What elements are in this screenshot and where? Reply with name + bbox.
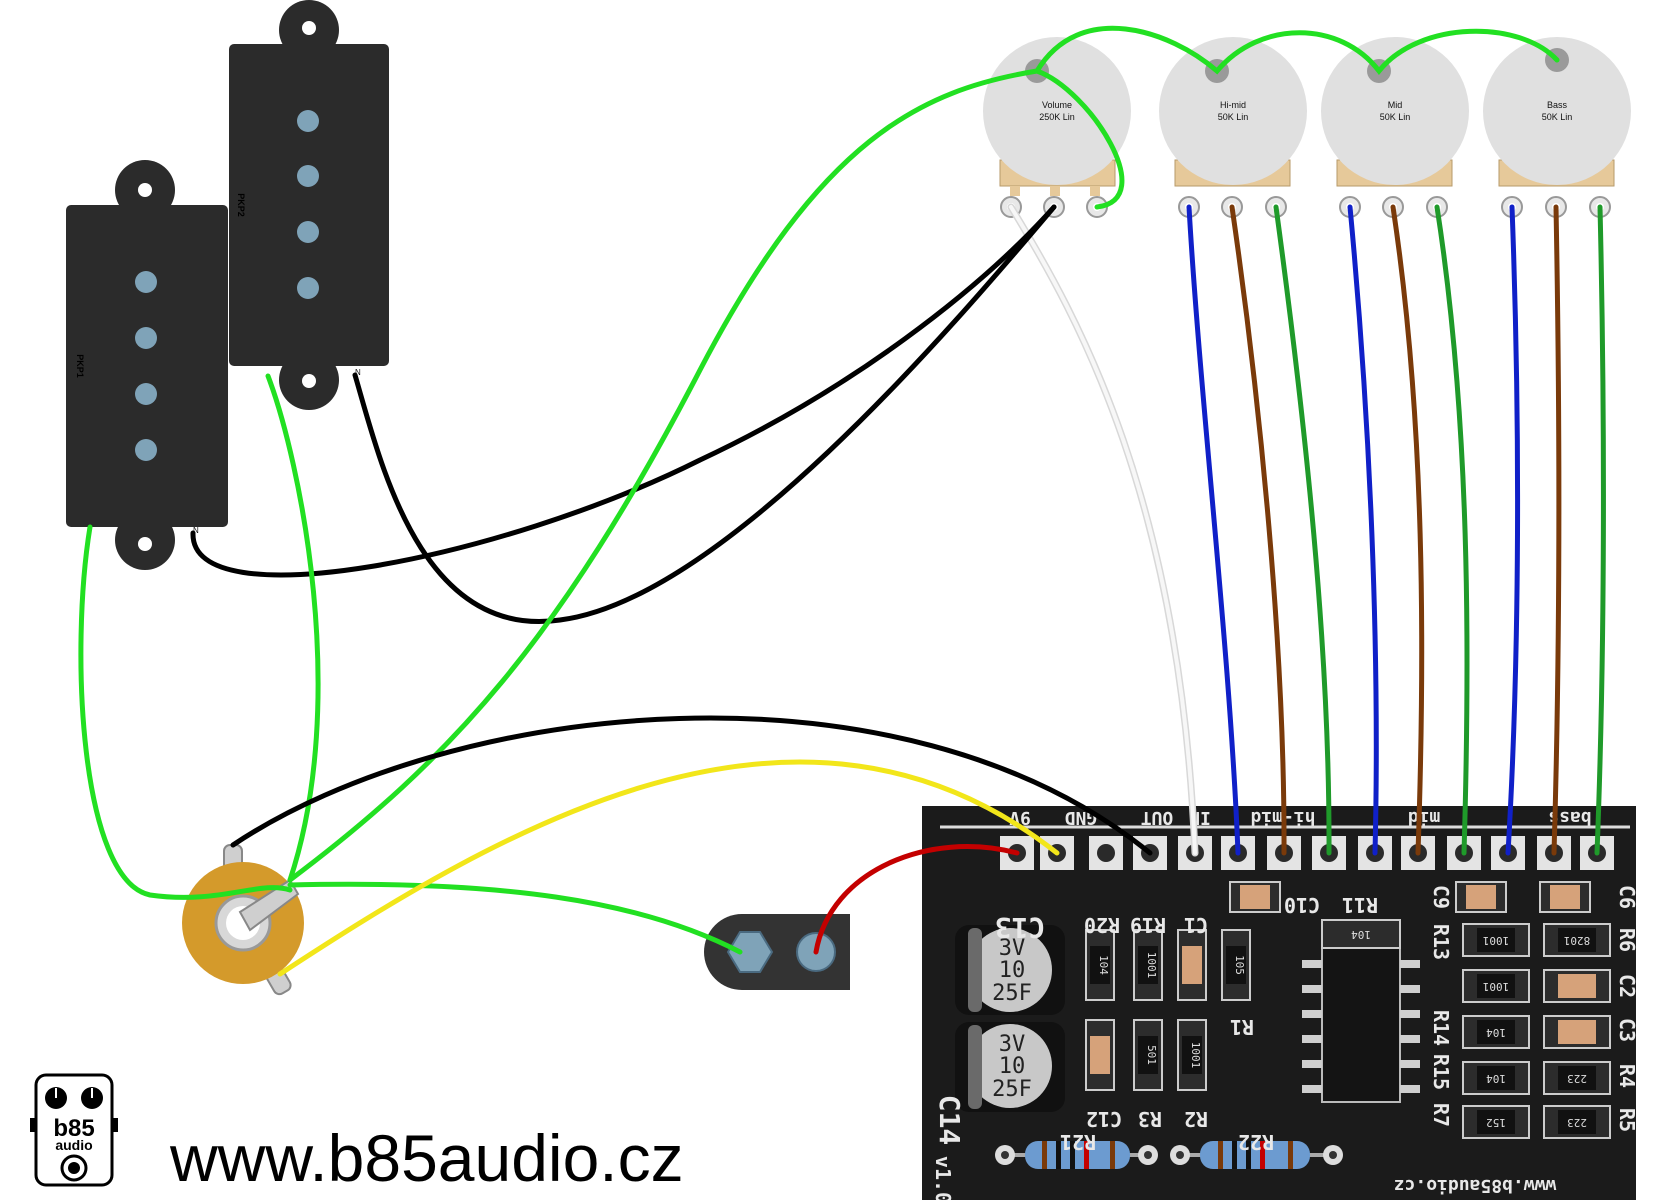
pickup-pin-label: N <box>355 368 361 377</box>
svg-text:R5: R5 <box>1615 1108 1639 1132</box>
svg-text:R2: R2 <box>1184 1107 1208 1131</box>
pole-piece <box>135 271 157 293</box>
svg-text:C10: C10 <box>1284 893 1320 917</box>
svg-text:R4: R4 <box>1615 1064 1639 1088</box>
battery-snap <box>704 914 850 990</box>
svg-text:105: 105 <box>1233 955 1246 975</box>
preamp-board: 9V GND OUT IN hi-mid mid bass <box>922 806 1639 1200</box>
pole-piece <box>135 439 157 461</box>
resistor-r22 <box>1170 1141 1343 1169</box>
svg-text:223: 223 <box>1567 1116 1587 1129</box>
svg-text:1001: 1001 <box>1483 980 1510 993</box>
website-url[interactable]: www.b85audio.cz <box>170 1121 684 1195</box>
svg-text:www.b85audio.cz: www.b85audio.cz <box>1394 1175 1557 1196</box>
svg-text:104: 104 <box>1351 928 1371 941</box>
svg-text:501: 501 <box>1145 1045 1158 1065</box>
svg-text:R21: R21 <box>1060 1130 1096 1154</box>
pot-name: Bass <box>1547 100 1568 110</box>
pole-piece <box>297 221 319 243</box>
logo-line1: b85 <box>53 1115 94 1142</box>
pot-hi-mid[interactable]: Hi-mid 50K Lin <box>1159 37 1307 218</box>
svg-text:104: 104 <box>1486 1026 1506 1039</box>
pot-value: 250K Lin <box>1039 112 1075 122</box>
svg-text:8201: 8201 <box>1564 934 1591 947</box>
svg-text:104: 104 <box>1486 1072 1506 1085</box>
b85-logo: b85 audio <box>30 1073 118 1187</box>
smd-components-left: 104 1001 105 501 1001 <box>1085 929 1251 1091</box>
svg-text:R7: R7 <box>1429 1103 1453 1127</box>
cap-voltage: 3V <box>999 1032 1026 1057</box>
smd-components-right: 1001 8201 1001 104 104 223 152 <box>1462 923 1611 1139</box>
cap-rating: 25F <box>992 981 1032 1006</box>
ic-chip: 104 <box>1302 919 1420 1103</box>
svg-text:223: 223 <box>1567 1072 1587 1085</box>
svg-text:R1: R1 <box>1230 1015 1254 1039</box>
svg-text:C13: C13 <box>995 911 1046 944</box>
svg-text:v1.0: v1.0 <box>931 1156 955 1200</box>
svg-text:R11: R11 <box>1342 893 1378 917</box>
svg-text:R20: R20 <box>1084 913 1120 937</box>
pot-bass[interactable]: Bass 50K Lin <box>1483 37 1631 218</box>
cap-value: 10 <box>999 958 1026 983</box>
pickup-label: PKP1 <box>75 354 85 378</box>
pickup-label: PKP2 <box>236 193 246 217</box>
svg-text:C6: C6 <box>1615 885 1639 909</box>
pickup-pkp1: PKP1 N <box>66 160 228 570</box>
pole-piece <box>297 110 319 132</box>
pole-piece <box>135 383 157 405</box>
svg-text:R14: R14 <box>1429 1010 1453 1046</box>
svg-text:152: 152 <box>1486 1116 1506 1129</box>
svg-text:C12: C12 <box>1086 1107 1122 1131</box>
pot-volume[interactable]: Volume 250K Lin <box>983 37 1131 218</box>
pot-mid[interactable]: Mid 50K Lin <box>1321 37 1469 218</box>
svg-text:C14: C14 <box>933 1095 966 1146</box>
pot-name: Mid <box>1388 100 1403 110</box>
svg-text:R22: R22 <box>1238 1130 1274 1154</box>
pin-label-out: OUT <box>1141 807 1174 828</box>
pole-piece <box>297 165 319 187</box>
svg-text:R13: R13 <box>1429 924 1453 960</box>
cap-value: 10 <box>999 1054 1026 1079</box>
pin-label-mid: mid <box>1408 807 1441 828</box>
electrolytic-capacitor-c13: 3V 10 25F <box>955 925 1065 1015</box>
svg-text:C2: C2 <box>1615 974 1639 998</box>
pickup-pkp2: PKP2 N <box>229 0 389 410</box>
electrolytic-capacitor-c14: 3V 10 25F <box>955 1022 1065 1112</box>
wires <box>78 25 1606 977</box>
svg-text:C3: C3 <box>1615 1018 1639 1042</box>
svg-text:R6: R6 <box>1615 928 1639 952</box>
pole-piece <box>297 277 319 299</box>
svg-text:C9: C9 <box>1429 885 1453 909</box>
svg-text:104: 104 <box>1097 955 1110 975</box>
pot-value: 50K Lin <box>1542 112 1573 122</box>
pot-name: Volume <box>1042 100 1072 110</box>
pin-label-bass: bass <box>1548 807 1591 828</box>
output-jack <box>182 844 304 996</box>
svg-text:R3: R3 <box>1138 1107 1162 1131</box>
svg-text:1001: 1001 <box>1145 952 1158 979</box>
svg-text:R19: R19 <box>1130 913 1166 937</box>
svg-text:R15: R15 <box>1429 1054 1453 1090</box>
pole-piece <box>135 327 157 349</box>
pot-value: 50K Lin <box>1380 112 1411 122</box>
cap-rating: 25F <box>992 1077 1032 1102</box>
svg-text:1001: 1001 <box>1189 1042 1202 1069</box>
pot-name: Hi-mid <box>1220 100 1246 110</box>
svg-text:1001: 1001 <box>1483 934 1510 947</box>
pot-value: 50K Lin <box>1218 112 1249 122</box>
pickup-pin-label: N <box>193 526 199 535</box>
svg-text:C1: C1 <box>1184 913 1208 937</box>
logo-line2: audio <box>55 1137 92 1153</box>
resistor-r21 <box>995 1141 1158 1169</box>
cap-voltage: 3V <box>999 936 1026 961</box>
